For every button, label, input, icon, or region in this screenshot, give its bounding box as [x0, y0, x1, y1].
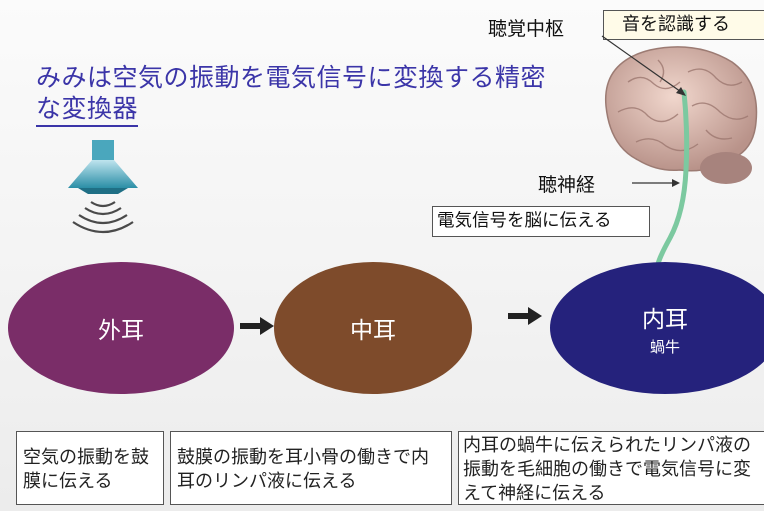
title-line-1: みみは空気の振動を電気信号に変換する精密 — [36, 63, 547, 92]
middle-ear-ellipse: 中耳 — [274, 262, 472, 394]
middle-ear-description: 鼓膜の振動を耳小骨の働きで内耳のリンパ液に伝える — [170, 431, 452, 505]
outer-ear-ellipse: 外耳 — [8, 262, 234, 394]
signal-to-brain-box: 電気信号を脳に伝える — [432, 206, 650, 237]
cochlea-label: 蝸牛 — [649, 337, 680, 356]
outer-ear-label: 外耳 — [98, 318, 144, 344]
arrow-right-icon — [240, 317, 274, 335]
arrow-right-icon — [508, 307, 542, 325]
nerve-pointer-arrow — [632, 179, 680, 187]
speaker-icon — [68, 140, 138, 233]
cortex-pointer-line — [601, 35, 686, 96]
brain-illustration — [604, 46, 758, 264]
diagram-title: みみは空気の振動を電気信号に変換する精密 な変換器 — [36, 62, 556, 127]
inner-ear-label: 内耳 — [642, 306, 688, 333]
auditory-cortex-label: 聴覚中枢 — [488, 18, 565, 40]
outer-ear-description: 空気の振動を鼓膜に伝える — [16, 431, 164, 505]
middle-ear-label: 中耳 — [350, 318, 396, 344]
recognize-sound-box: 音を認識する — [603, 10, 764, 40]
title-line-2: な変換器 — [36, 93, 139, 127]
inner-ear-description: 内耳の蝸牛に伝えられたリンパ液の振動を毛細胞の働きで電気信号に変えて神経に伝える — [458, 431, 764, 505]
inner-ear-ellipse: 内耳 蝸牛 — [550, 262, 764, 394]
auditory-nerve-label: 聴神経 — [538, 174, 596, 196]
